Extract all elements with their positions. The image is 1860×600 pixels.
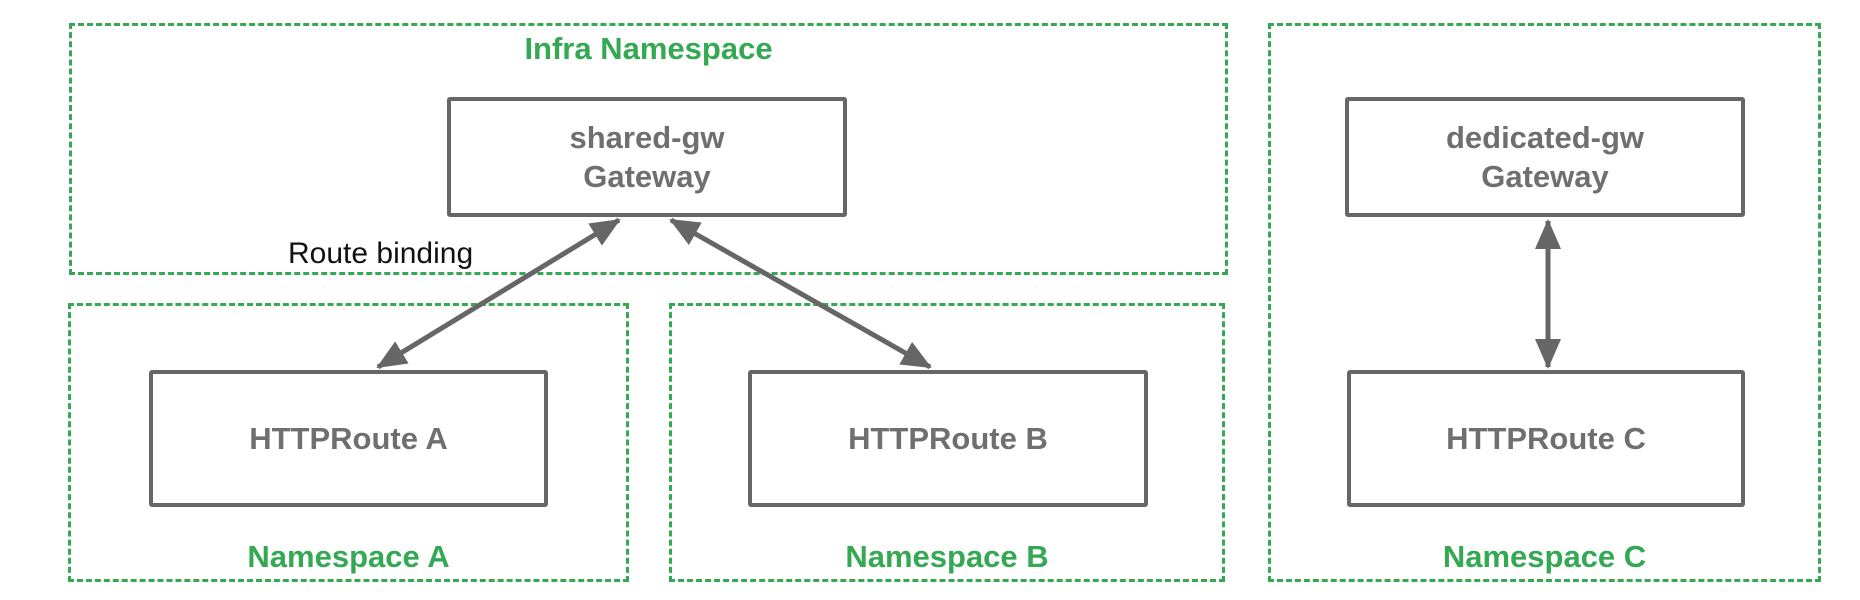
namespace-c-box (1268, 23, 1821, 582)
httproute-a-label: HTTPRoute A (249, 421, 448, 456)
httproute-a-node: HTTPRoute A (149, 370, 548, 507)
dedicated-gateway-node: dedicated-gw Gateway (1345, 97, 1745, 217)
shared-gateway-kind: Gateway (583, 159, 711, 194)
httproute-b-label: HTTPRoute B (848, 421, 1048, 456)
dedicated-gateway-name: dedicated-gw (1445, 120, 1645, 155)
dedicated-gateway-kind: Gateway (1481, 159, 1609, 194)
namespace-b-box (669, 303, 1225, 582)
httproute-c-node: HTTPRoute C (1347, 370, 1745, 507)
infra-namespace-label: Infra Namespace (524, 31, 773, 66)
namespace-a-box (68, 303, 629, 582)
namespace-c-label: Namespace C (1442, 539, 1647, 574)
namespace-a-label: Namespace A (247, 539, 450, 574)
namespace-b-label: Namespace B (845, 539, 1049, 574)
httproute-c-label: HTTPRoute C (1446, 421, 1646, 456)
infra-namespace-box (69, 23, 1228, 275)
shared-gateway-node: shared-gw Gateway (447, 97, 847, 217)
httproute-b-node: HTTPRoute B (748, 370, 1148, 507)
route-binding-label: Route binding (288, 237, 474, 270)
shared-gateway-name: shared-gw (569, 120, 725, 155)
